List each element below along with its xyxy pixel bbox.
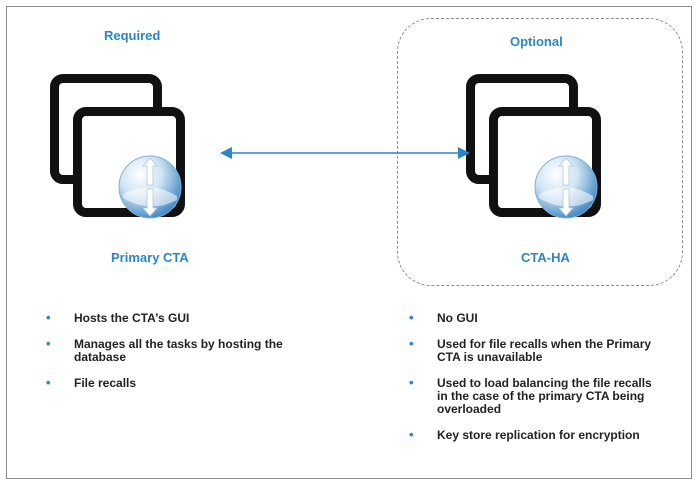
list-item: •File recalls [46,375,137,390]
cta-ha-label: CTA-HA [521,250,570,265]
required-heading: Required [104,28,161,43]
primary-cta-label: Primary CTA [111,250,189,265]
list-item: •No GUI [409,310,478,325]
server-front-frame [489,107,601,219]
sync-globe-icon [118,155,182,219]
bidirectional-arrow-connector [220,147,470,159]
cta-ha-server-icon [466,74,606,219]
list-item: •Used for file recalls when the Primary … [409,336,652,364]
cta-ha-bullet-list: •No GUI •Used for file recalls when the … [409,310,664,455]
server-front-frame [73,107,185,219]
list-item: •Key store replication for encryption [409,427,640,442]
primary-cta-bullet-list: •Hosts the CTA’s GUI •Manages all the ta… [46,310,326,403]
list-item: •Used to load balancing the file recalls… [409,375,652,416]
sync-globe-icon [534,155,598,219]
list-item: •Manages all the tasks by hosting the da… [46,336,283,364]
optional-region [397,18,683,286]
optional-heading: Optional [510,34,563,49]
list-item: •Hosts the CTA’s GUI [46,310,190,325]
primary-cta-server-icon [50,74,190,219]
